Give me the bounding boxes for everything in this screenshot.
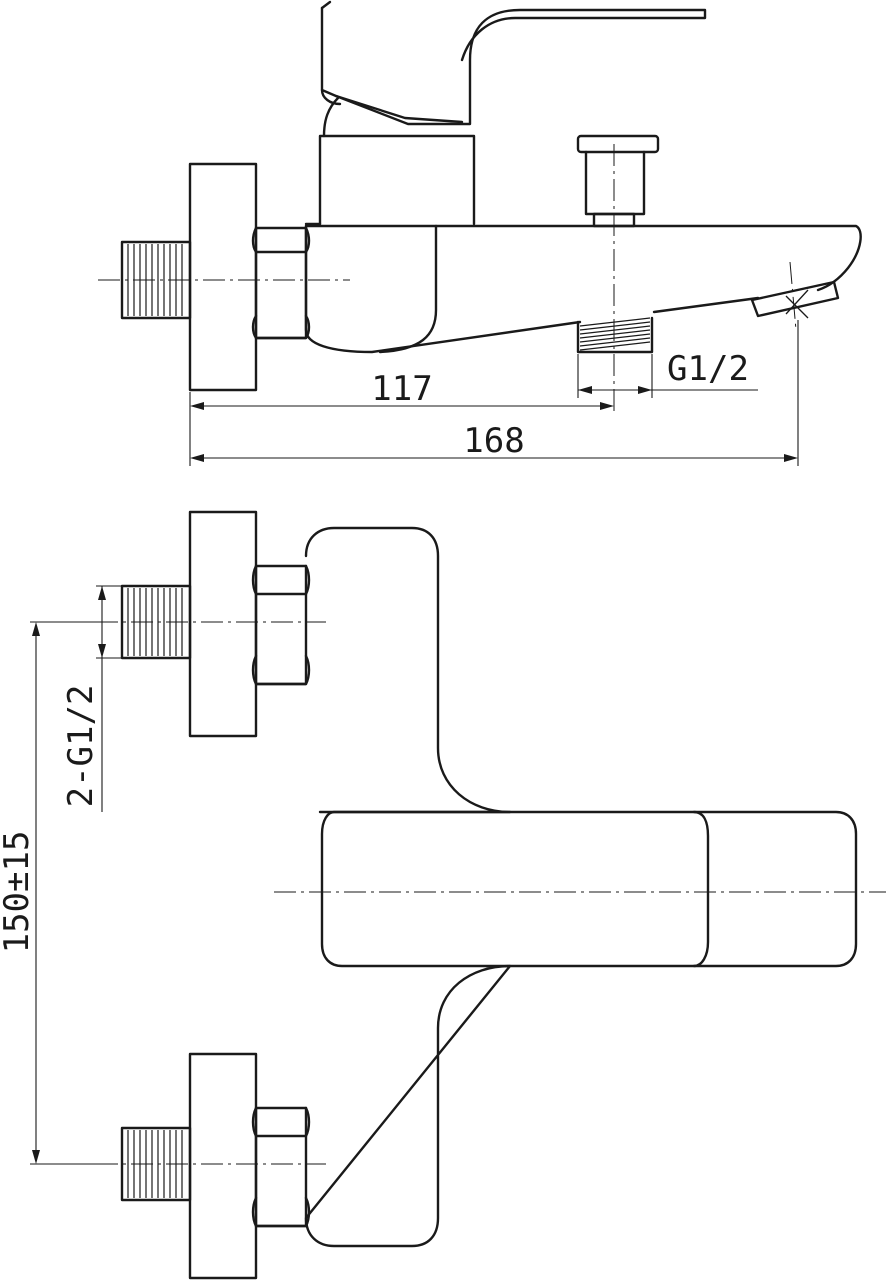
front-lever-handle — [320, 810, 858, 968]
side-wall-flange — [188, 162, 258, 392]
inlet-spacing-label: 150±15 — [0, 831, 37, 954]
front-lower-hex-nut — [251, 1106, 311, 1228]
dimension-spout-thread: G1/2 — [577, 349, 758, 398]
spout-thread-label: G1/2 — [667, 349, 749, 389]
side-hex-nut — [251, 226, 311, 340]
diverter-knob — [576, 134, 660, 228]
dimension-inlet-threads: 2-G1/2 — [61, 585, 122, 812]
cartridge-body — [304, 134, 476, 226]
dimension-inlet-spacing: 150±15 — [0, 621, 96, 1165]
dimension-168: 168 — [190, 320, 799, 466]
inlet-threads-label: 2-G1/2 — [61, 685, 101, 808]
dimension-168-label: 168 — [463, 421, 524, 461]
spout-outlet-thread — [576, 316, 654, 354]
front-upper-hex-nut — [251, 564, 311, 686]
dimension-117-label: 117 — [371, 369, 432, 409]
front-view: 2-G1/2 150±15 — [0, 510, 886, 1280]
side-view: 117 G1/2 168 — [98, 0, 862, 466]
front-body-outline — [304, 526, 512, 1248]
lever-handle — [320, 0, 707, 138]
dimension-117: 117 — [189, 369, 614, 466]
front-upper-flange — [188, 510, 258, 738]
front-lower-flange — [188, 1052, 258, 1280]
side-spout-centerline — [789, 261, 797, 331]
